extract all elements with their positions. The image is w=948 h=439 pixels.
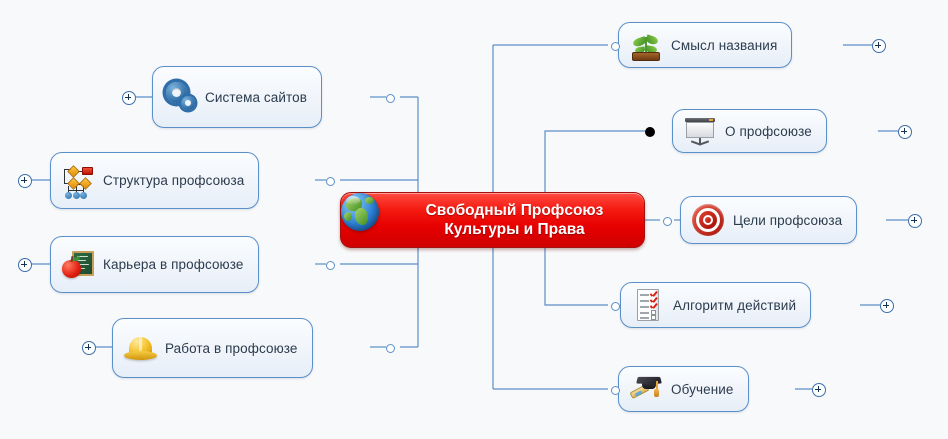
node-rabota-v-profsoyuze[interactable]: Работа в профсоюзе [112, 318, 313, 378]
node-sistema-saytov[interactable]: Система сайтов [152, 66, 323, 128]
connector-dot-right-1 [611, 41, 620, 51]
flowchart-icon [61, 164, 95, 199]
graduation-cap-icon [629, 372, 663, 406]
node-label: Система сайтов [205, 89, 308, 105]
node-tseli-profsoyuza[interactable]: Цели профсоюза [680, 196, 858, 244]
node-karyera-v-profsoyuze[interactable]: Карьера в профсоюзе [50, 236, 259, 293]
expand-button-struktura-profsoyuza[interactable] [18, 174, 32, 188]
apple-chalkboard-icon [61, 248, 95, 282]
wire-right-4 [544, 220, 608, 306]
node-o-profsoyuze[interactable]: О профсоюзе [672, 109, 827, 153]
connector-dot-left-1 [386, 93, 395, 103]
checklist-icon [631, 288, 665, 322]
connector-dot-right-5 [611, 385, 620, 395]
expand-button-smysl-nazvaniya[interactable] [872, 39, 886, 53]
expand-button-obuchenie[interactable] [812, 383, 826, 397]
connector-dot-left-2 [326, 176, 335, 186]
connector-dot-right-3 [663, 216, 672, 226]
node-label: Смысл названия [671, 37, 778, 53]
connector-dot-right-2 [645, 127, 655, 137]
projector-screen-icon [683, 114, 717, 148]
expand-button-rabota-v-profsoyuze[interactable] [82, 341, 96, 355]
central-node-title: Свободный Профсоюз Культуры и Права [393, 201, 644, 239]
target-icon [691, 203, 725, 237]
node-label: Алгоритм действий [673, 297, 797, 313]
wire-right-2 [544, 130, 645, 220]
node-label: Структура профсоюза [103, 173, 245, 188]
node-algoritm-deystviy[interactable]: Алгоритм действий [620, 282, 812, 328]
gears-icon [163, 80, 197, 114]
expand-button-karyera-v-profsoyuze[interactable] [18, 258, 32, 272]
node-obuchenie[interactable]: Обучение [618, 366, 749, 412]
connector-dot-left-3 [326, 260, 335, 270]
node-struktura-profsoyuza[interactable]: Структура профсоюза [50, 152, 260, 209]
expand-button-tseli-profsoyuza[interactable] [908, 214, 922, 228]
central-node[interactable]: Свободный Профсоюз Культуры и Права [340, 192, 645, 248]
central-title-line1: Свободный Профсоюз [425, 202, 604, 219]
connector-dot-left-4 [386, 343, 395, 353]
globe-icon [341, 193, 393, 239]
expand-button-algoritm-deystviy[interactable] [880, 299, 894, 313]
node-label: Обучение [671, 381, 734, 397]
node-label: О профсоюзе [725, 123, 812, 139]
connector-dot-right-4 [611, 301, 620, 311]
central-title-line2: Культуры и Права [444, 221, 585, 238]
hard-hat-icon [123, 331, 157, 365]
expand-button-o-profsoyuze[interactable] [898, 125, 912, 139]
node-label: Работа в профсоюзе [165, 340, 298, 356]
node-label: Цели профсоюза [733, 212, 843, 228]
expand-button-sistema-saytov[interactable] [122, 91, 136, 105]
sprout-icon [629, 28, 663, 62]
node-smysl-nazvaniya[interactable]: Смысл названия [618, 22, 793, 68]
node-label: Карьера в профсоюзе [103, 257, 244, 272]
